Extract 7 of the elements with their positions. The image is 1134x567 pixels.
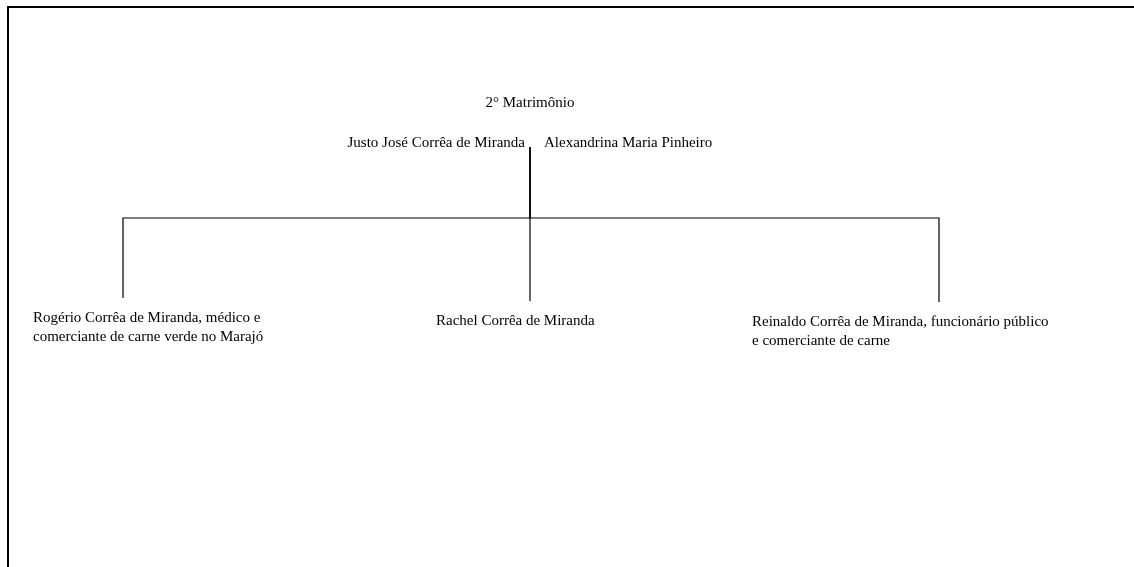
- person-name: Reinaldo Corrêa de Miranda, funcionário público e comerciante de carne: [752, 312, 1052, 352]
- person-name: Justo José Corrêa de Miranda: [310, 133, 525, 152]
- person-name: Rogério Corrêa de Miranda, médico e comerciante de carne verde no Marajó: [33, 308, 293, 368]
- marriage-heading: 2° Matrimônio: [484, 93, 576, 112]
- person-name: Alexandrina Maria Pinheiro: [544, 133, 754, 152]
- descent-line: [529, 146, 940, 303]
- person-name: Rachel Corrêa de Miranda: [436, 311, 656, 330]
